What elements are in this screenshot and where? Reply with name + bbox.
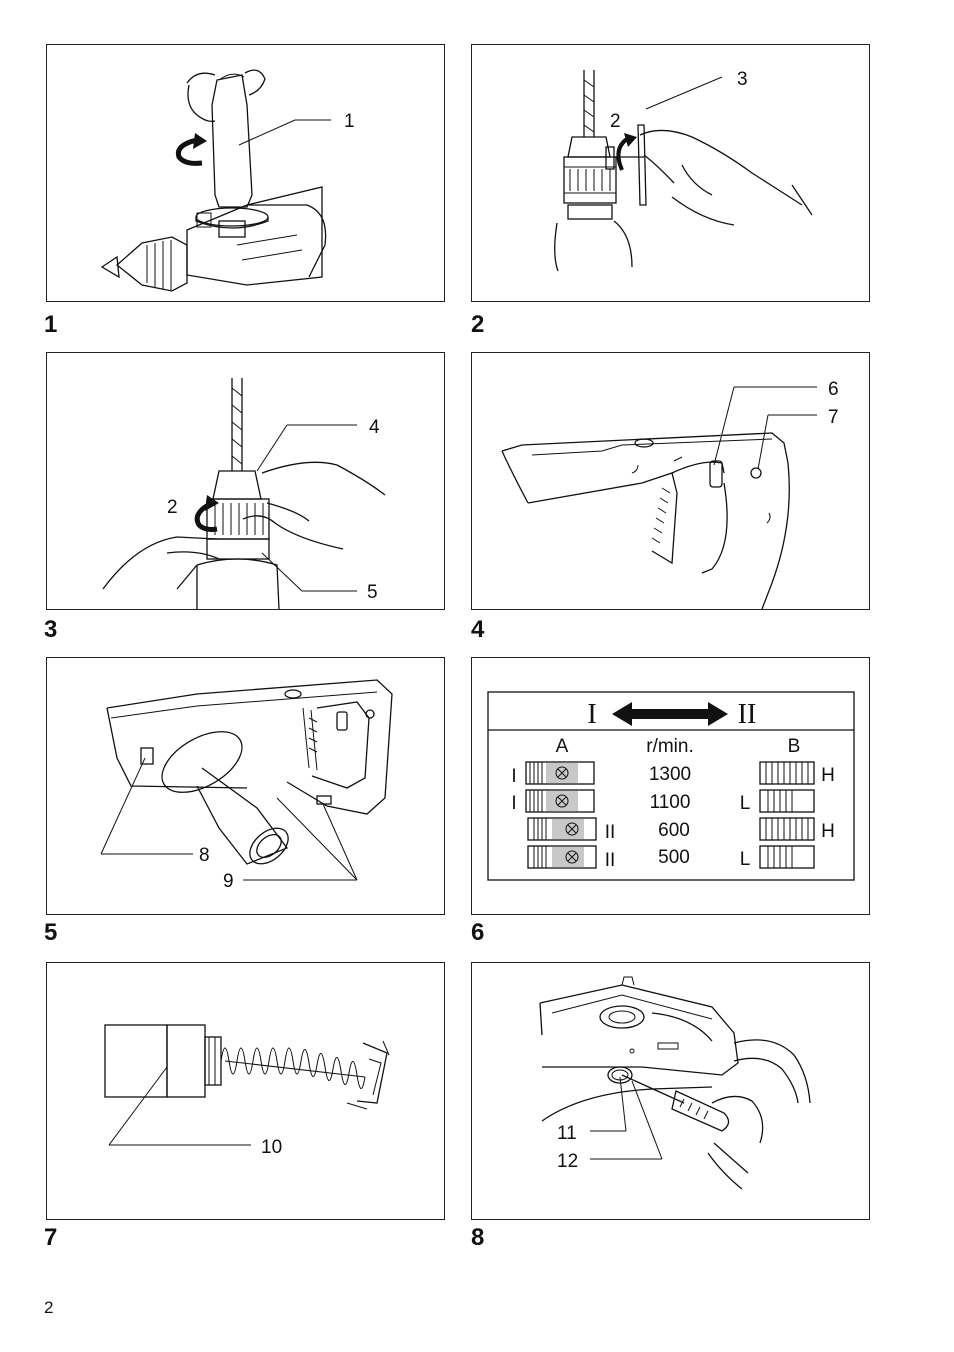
gear-symbol-left: I — [587, 699, 596, 730]
figure-2-callout-3: 3 — [737, 69, 748, 90]
speed-row: I 1300 H — [511, 761, 835, 787]
figure-3-callout-2: 2 — [167, 497, 178, 518]
figure-5-panel: 8 9 — [46, 657, 445, 915]
a-gear-symbol: II — [605, 822, 616, 843]
double-arrow-icon — [612, 702, 728, 726]
figure-8-callout-11: 11 — [557, 1123, 577, 1144]
figure-3-callout-4: 4 — [369, 417, 380, 438]
figure-1-callout-1: 1 — [344, 111, 355, 132]
column-b-header: B — [788, 736, 801, 757]
figure-8-drawing: 11 12 — [539, 976, 811, 1190]
rpm-value: 1300 — [649, 764, 691, 785]
figure-3-callout-5: 5 — [367, 582, 378, 603]
rpm-value: 500 — [658, 847, 690, 868]
figure-2-callout-2: 2 — [610, 111, 621, 132]
figure-6-number: 6 — [471, 919, 485, 946]
figure-5-drawing: 8 9 — [100, 679, 393, 892]
b-speed-symbol: H — [821, 821, 835, 842]
figure-7-panel: 10 — [46, 962, 445, 1220]
figure-7-number: 7 — [44, 1224, 58, 1251]
figure-1-drawing: 1 — [100, 69, 355, 292]
figure-5-callout-8: 8 — [199, 845, 210, 866]
figure-4-callout-6: 6 — [828, 379, 839, 400]
figure-6-panel: I II A r/min. B I 1300 H I 1100 L — [471, 657, 870, 915]
figure-4-drawing: 6 7 — [501, 379, 839, 609]
b-speed-symbol: L — [740, 793, 751, 814]
rpm-value: 1100 — [650, 792, 691, 813]
column-rpm-header: r/min. — [646, 736, 694, 757]
figure-3-drawing: 4 2 5 — [102, 378, 386, 609]
figure-4-panel: 6 7 — [471, 352, 870, 610]
a-gear-symbol: I — [511, 766, 516, 787]
figure-3-panel: 4 2 5 — [46, 352, 445, 610]
column-a-header: A — [556, 736, 569, 757]
speed-row: II 500 L — [527, 845, 815, 871]
figure-5-callout-9: 9 — [223, 871, 234, 892]
gear-symbol-right: II — [738, 699, 757, 730]
figure-2-drawing: 3 2 — [554, 69, 813, 272]
rpm-value: 600 — [658, 820, 690, 841]
figure-4-number: 4 — [471, 616, 485, 643]
figure-2-panel: 3 2 — [471, 44, 870, 302]
figure-8-number: 8 — [471, 1224, 485, 1251]
figure-6-drawing: I II A r/min. B I 1300 H I 1100 L — [487, 691, 855, 881]
b-speed-symbol: H — [821, 765, 835, 786]
figure-7-callout-10: 10 — [261, 1137, 282, 1158]
b-speed-symbol: L — [740, 849, 751, 870]
figure-1-panel: 1 — [46, 44, 445, 302]
page-number: 2 — [44, 1298, 54, 1317]
figure-5-number: 5 — [44, 919, 58, 946]
speed-row: II 600 H — [527, 817, 835, 843]
figure-3-number: 3 — [44, 616, 58, 643]
figure-4-callout-7: 7 — [828, 407, 839, 428]
figure-8-callout-12: 12 — [557, 1151, 578, 1172]
figure-2-number: 2 — [471, 311, 485, 338]
a-gear-symbol: II — [605, 850, 616, 871]
speed-row: I 1100 L — [511, 789, 815, 814]
figure-8-panel: 11 12 — [471, 962, 870, 1220]
figure-1-number: 1 — [44, 311, 58, 338]
figure-7-drawing: 10 — [104, 1024, 390, 1158]
a-gear-symbol: I — [511, 793, 516, 814]
